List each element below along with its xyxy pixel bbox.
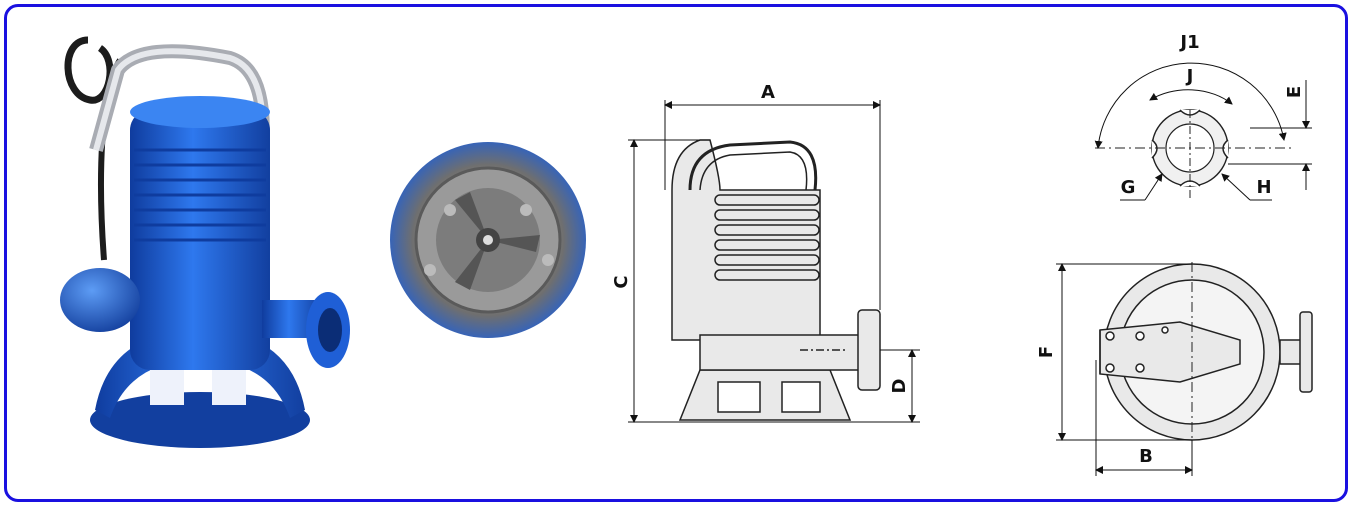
dimension-label-g: G — [1121, 177, 1136, 198]
plan-view-drawing — [1099, 262, 1313, 442]
dimension-label-j: J — [1185, 66, 1194, 87]
pump-photo — [60, 36, 350, 448]
side-view-drawing — [671, 139, 881, 421]
dimension-label-h: H — [1256, 177, 1271, 198]
dimension-label-f: F — [1036, 346, 1057, 358]
dimension-label-b: B — [1139, 446, 1153, 467]
dimension-label-j1: J1 — [1178, 32, 1199, 53]
dimension-label-c: C — [611, 275, 632, 288]
plan-view-dimensions — [1056, 263, 1193, 476]
side-view-dimensions — [628, 100, 920, 423]
dimension-label-e: E — [1284, 86, 1305, 98]
impeller-closeup — [390, 142, 586, 338]
top-view-dimensions — [1094, 62, 1312, 201]
dimension-label-d: D — [889, 379, 910, 394]
dimension-label-a: A — [761, 82, 775, 103]
